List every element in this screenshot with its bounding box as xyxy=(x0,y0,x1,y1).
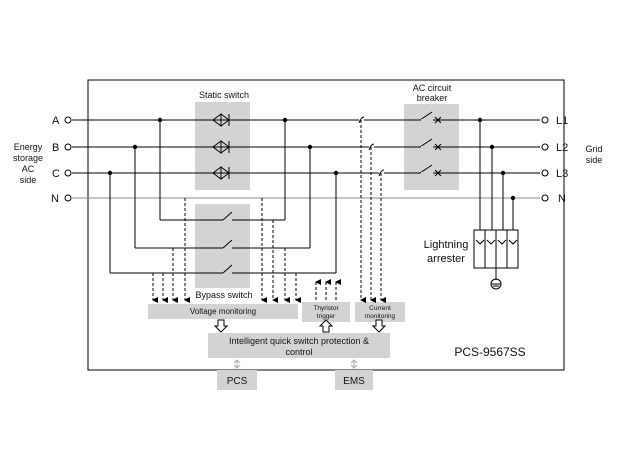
svg-text:side: side xyxy=(20,175,37,185)
current-monitoring-label-1: Current xyxy=(369,305,391,312)
phase-lines xyxy=(72,119,540,199)
grid-side-label: Grid side xyxy=(585,144,602,165)
svg-text:storage: storage xyxy=(13,153,43,163)
svg-text:Energy: Energy xyxy=(14,142,43,152)
ac-breaker-label-2: breaker xyxy=(417,93,448,103)
bypass-switch-label: Bypass switch xyxy=(195,290,252,300)
current-monitoring-block xyxy=(355,302,405,322)
thyristor-trigger-label-2: trigger xyxy=(317,313,336,320)
energy-storage-label: Energy storage AC side xyxy=(13,142,43,185)
lightning-arrester-icon xyxy=(473,120,519,290)
controller-label-2: control xyxy=(285,347,312,357)
flow-arrows xyxy=(213,319,387,333)
bypass-switch-block xyxy=(195,204,250,288)
svg-text:Grid: Grid xyxy=(585,144,602,154)
pcs-block xyxy=(217,370,257,390)
controller-label-1: Intelligent quick switch protection & xyxy=(229,336,369,346)
thyristor-icon xyxy=(212,113,230,180)
model-label: PCS-9567SS xyxy=(454,345,525,359)
ac-breaker-label-1: AC circuit xyxy=(413,83,452,93)
static-switch-label: Static switch xyxy=(199,90,249,100)
bypass-wiring xyxy=(109,120,337,274)
device-enclosure xyxy=(87,79,565,371)
phase-label-l3: L3 xyxy=(556,168,568,180)
phase-label-a: A xyxy=(52,115,60,127)
ems-block xyxy=(335,370,373,390)
phase-label-c: C xyxy=(52,168,60,180)
voltage-monitoring-label: Voltage monitoring xyxy=(190,307,256,316)
thyristor-trigger-block xyxy=(302,302,350,322)
line-crossings xyxy=(358,116,385,177)
phase-label-l1: L1 xyxy=(556,115,568,127)
svg-text:side: side xyxy=(586,155,603,165)
communication-links xyxy=(233,359,358,369)
phase-label-l2: L2 xyxy=(556,142,568,154)
breaker-switch-icon xyxy=(419,111,442,177)
right-phase-labels: L1 L2 L3 N xyxy=(556,115,568,205)
voltage-monitoring-block xyxy=(148,304,298,319)
voltage-sense-left xyxy=(152,198,190,303)
current-monitoring-label-2: monitoring xyxy=(365,313,396,320)
current-sense xyxy=(360,120,386,303)
pcs-label: PCS xyxy=(227,376,248,387)
static-switch-block xyxy=(195,102,250,190)
trigger-signals xyxy=(315,279,341,300)
terminals xyxy=(64,116,549,202)
breaker-gaps xyxy=(421,119,433,174)
ems-label: EMS xyxy=(343,376,365,387)
phase-label-n-left: N xyxy=(51,193,59,205)
lightning-arrester-label-2: arrester xyxy=(427,253,465,265)
svg-text:AC: AC xyxy=(22,164,35,174)
phase-label-b: B xyxy=(52,142,59,154)
phase-label-n-right: N xyxy=(558,193,566,205)
controller-block xyxy=(208,333,390,358)
thyristor-trigger-label-1: Thyristor xyxy=(313,305,339,312)
lightning-arrester-label-1: Lightning xyxy=(424,239,469,251)
left-phase-labels: A B C N xyxy=(51,115,60,205)
voltage-sense-right xyxy=(261,198,301,303)
